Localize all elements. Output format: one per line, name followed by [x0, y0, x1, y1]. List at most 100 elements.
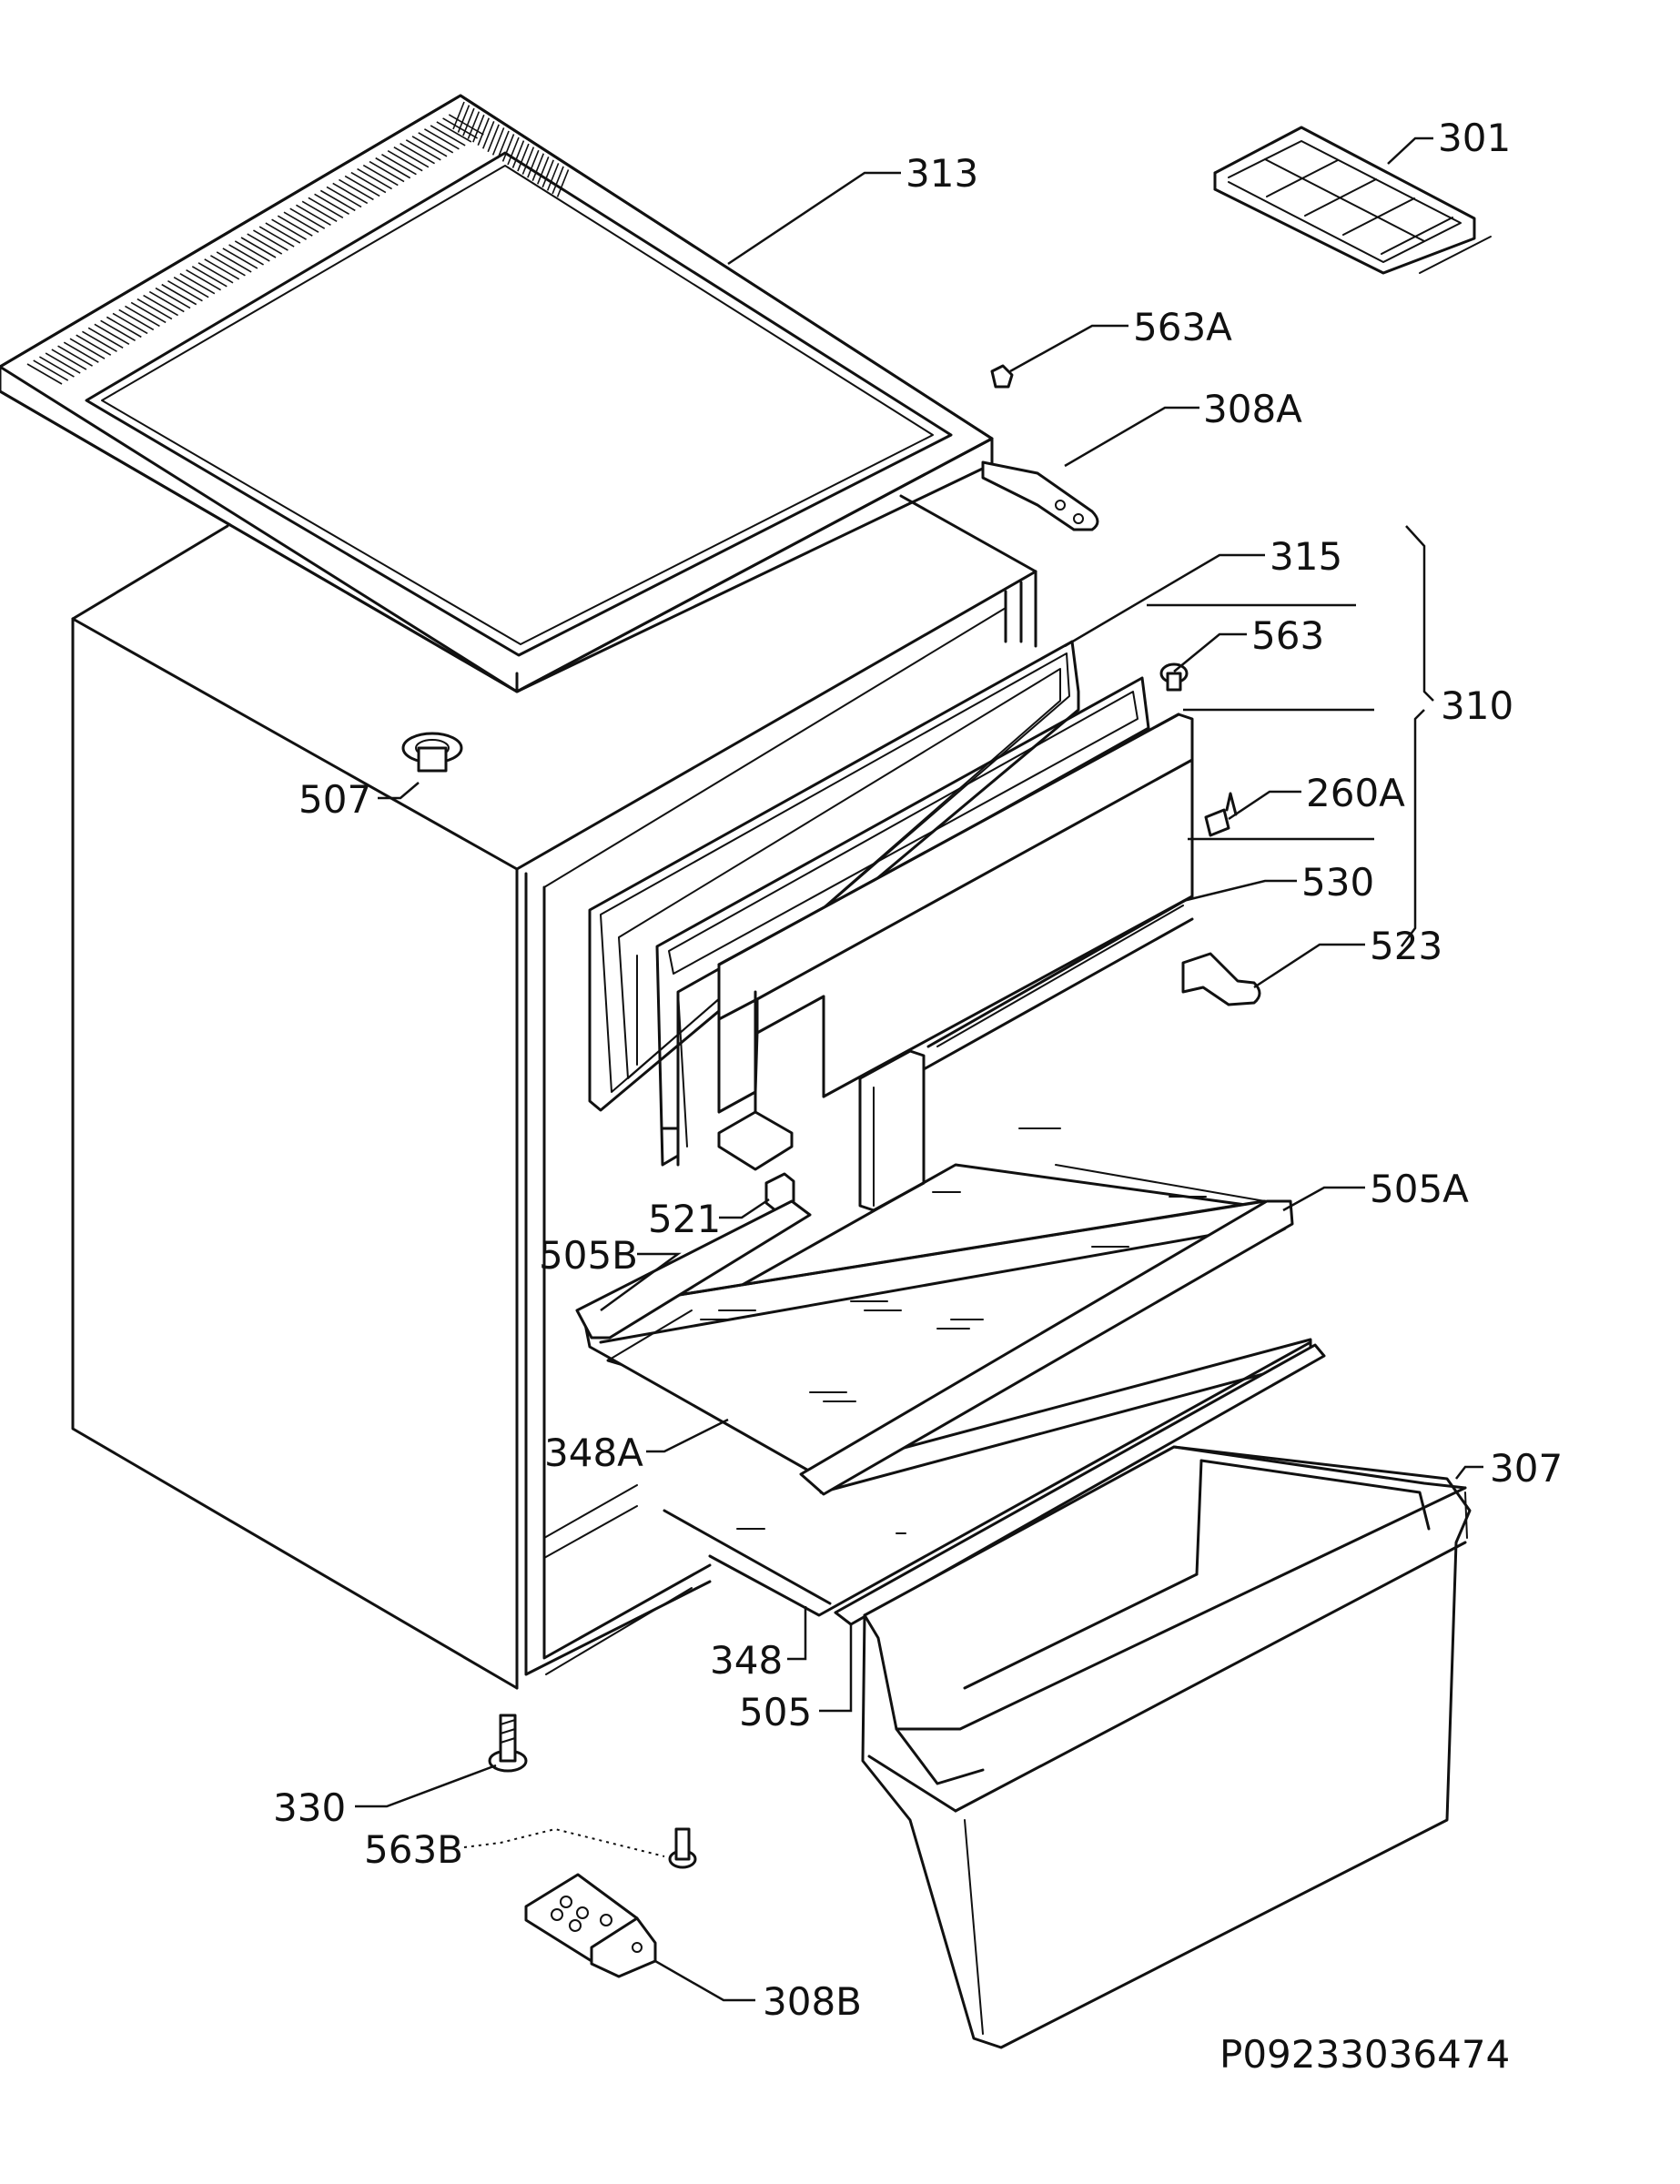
vent-slot [521, 147, 535, 175]
label-505B: 505B [539, 1233, 638, 1278]
drawer-part-307 [861, 1445, 1472, 2049]
vent-slot [552, 166, 564, 195]
vent-slot [405, 139, 441, 161]
leader-lines [355, 136, 1483, 2002]
label-521: 521 [648, 1197, 721, 1241]
vent-slot [497, 130, 510, 159]
vent-slot [507, 136, 520, 166]
vent-slot [556, 169, 570, 197]
cabinet-body [71, 494, 1037, 1690]
ice-tray-part-301 [1213, 126, 1492, 275]
vent-slot [222, 248, 258, 269]
glass-shelf-part-348 [663, 1340, 1326, 1626]
vent-slot [100, 319, 136, 342]
label-260A: 260A [1306, 771, 1405, 815]
vent-slot [63, 341, 99, 363]
ice-tray-divider [1419, 236, 1492, 274]
vent-slot [191, 266, 228, 288]
vent-slot [197, 262, 234, 284]
vent-slot [344, 175, 380, 197]
screw-part-563 [1159, 662, 1189, 692]
vent-slot [462, 107, 475, 136]
vent-slot [319, 189, 356, 212]
drawing-number: P09233036474 [1220, 2032, 1510, 2077]
label-310: 310 [1441, 683, 1513, 728]
label-505: 505 [739, 1690, 812, 1734]
vent-slot [546, 163, 560, 191]
vent-slot [491, 127, 505, 156]
vent-slot [467, 111, 481, 139]
vent-slot [517, 143, 530, 172]
vent-slot [216, 251, 252, 273]
vent-slot [118, 308, 155, 331]
vent-slot [393, 147, 430, 168]
vent-slot [161, 283, 197, 306]
label-507: 507 [299, 777, 371, 822]
label-308B: 308B [763, 1979, 862, 2024]
label-308A: 308A [1203, 387, 1302, 431]
vent-slot [424, 128, 460, 150]
door-frame [655, 676, 1150, 1167]
label-563A: 563A [1133, 305, 1232, 349]
vent-slot [487, 124, 500, 153]
label-348A: 348A [544, 1431, 643, 1475]
vent-slot [143, 294, 178, 317]
hinge-pin-part-523 [1181, 952, 1261, 1006]
label-301: 301 [1438, 116, 1511, 160]
clip-part-260A [1204, 792, 1238, 837]
top-cover-part-313 [0, 94, 994, 693]
vent-slot [436, 121, 472, 143]
foot-screw-part-330 [488, 1714, 528, 1773]
vent-slot [51, 349, 87, 370]
vent-slot [204, 258, 240, 280]
vent-slot [167, 279, 203, 302]
vent-slot [210, 255, 246, 277]
label-348: 348 [710, 1638, 783, 1683]
label-563B: 563B [364, 1827, 463, 1872]
hinge-part-308A [981, 460, 1099, 531]
vent-slot [82, 330, 117, 352]
vent-slot [536, 156, 550, 185]
vent-slot [94, 323, 130, 346]
vent-slot [228, 244, 264, 266]
label-563: 563 [1251, 613, 1324, 658]
vent-slot [277, 215, 313, 237]
glass-shelf-part-348A [575, 1127, 1312, 1496]
vent-slot [247, 233, 283, 255]
vent-slot [369, 160, 405, 183]
screw-part-563A [990, 364, 1014, 389]
vent-slot [45, 352, 81, 374]
vent-slot [511, 140, 525, 168]
vent-slot [258, 226, 295, 248]
vent-slot [186, 269, 221, 291]
label-530: 530 [1301, 860, 1374, 905]
vent-slot [301, 200, 338, 222]
vent-slot [130, 301, 167, 324]
vent-slot [39, 356, 75, 378]
vent-slot [472, 114, 485, 143]
vent-slot [457, 105, 471, 133]
vent-slot [326, 186, 362, 208]
label-315: 315 [1270, 534, 1342, 579]
vent-slot [234, 240, 270, 262]
vent-slot [271, 218, 307, 240]
vent-slot [265, 222, 301, 244]
vent-slot [381, 153, 417, 176]
cabinet-foot-part-507 [401, 732, 463, 773]
ice-tray-divider [1381, 217, 1453, 255]
screw-part-563B [668, 1827, 697, 1869]
vent-slot [69, 338, 106, 359]
vent-slot [155, 287, 191, 309]
vent-slot [33, 359, 69, 381]
vent-slot [106, 316, 142, 339]
vent-slot [541, 159, 554, 188]
vent-slot [387, 149, 423, 172]
vent-slot [125, 305, 160, 328]
vent-slot [375, 157, 411, 179]
vent-slot [357, 167, 392, 190]
vent-slot [314, 193, 349, 216]
vent-slot [87, 327, 124, 349]
ice-tray-divider [1264, 158, 1425, 242]
vent-slot [57, 345, 93, 367]
